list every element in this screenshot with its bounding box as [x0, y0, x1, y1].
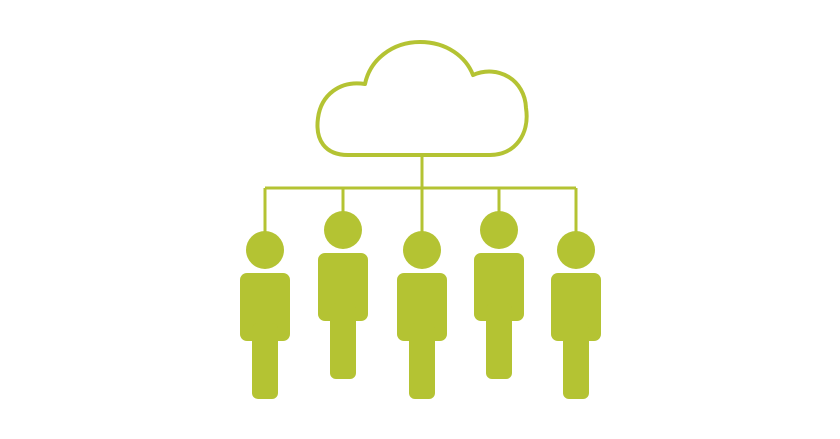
people-group	[240, 211, 601, 399]
person-legs	[409, 323, 435, 399]
person-head	[324, 211, 362, 249]
person-legs	[252, 323, 278, 399]
cloud-icon	[315, 40, 529, 157]
person-icon	[397, 231, 447, 399]
person-head	[480, 211, 518, 249]
person-icon	[318, 211, 368, 379]
network-connector-lines	[263, 155, 578, 232]
person-torso	[397, 273, 447, 341]
person-torso	[474, 253, 524, 321]
person-torso	[551, 273, 601, 341]
person-icon	[240, 231, 290, 399]
person-head	[557, 231, 595, 269]
person-icon	[551, 231, 601, 399]
person-head	[403, 231, 441, 269]
person-legs	[563, 323, 589, 399]
person-head	[246, 231, 284, 269]
person-legs	[330, 303, 356, 379]
person-icon	[474, 211, 524, 379]
person-torso	[318, 253, 368, 321]
person-legs	[486, 303, 512, 379]
person-torso	[240, 273, 290, 341]
